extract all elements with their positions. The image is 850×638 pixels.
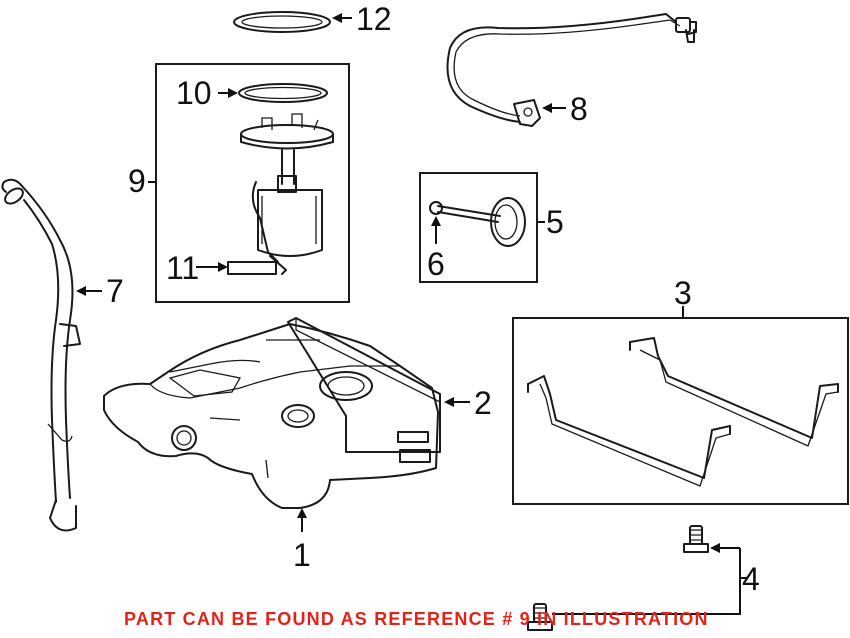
part-1-fuel-tank: [103, 323, 439, 509]
part-10-o-ring: [238, 83, 328, 103]
callout-5: 5: [546, 204, 564, 240]
callout-7: 7: [106, 273, 124, 309]
callout-2: 2: [474, 385, 492, 421]
part-3-tank-straps: [527, 337, 839, 487]
callout-6: 6: [427, 246, 445, 282]
callout-3: 3: [674, 275, 692, 311]
part-5-cap: [429, 197, 526, 247]
part-5-box: [419, 172, 538, 283]
part-8-fuel-line: [446, 13, 697, 127]
part-12-seal-ring: [233, 11, 331, 33]
part-2-heat-shield: [287, 317, 441, 463]
part-7-filler-neck: [1, 178, 81, 532]
callout-10: 10: [176, 75, 212, 111]
callout-4: 4: [742, 561, 760, 597]
reference-note: PART CAN BE FOUND AS REFERENCE # 9 IN IL…: [124, 609, 709, 629]
callout-11: 11: [166, 250, 199, 286]
callout-12: 12: [356, 1, 392, 37]
callout-8: 8: [570, 91, 588, 127]
fuel-pump-module: [227, 113, 334, 275]
part-3-box: [512, 317, 849, 505]
part-4-bolt-upper: [683, 525, 709, 553]
callout-9: 9: [128, 163, 146, 199]
part-4-bolt-lower: [527, 603, 553, 631]
callout-1: 1: [293, 537, 311, 573]
